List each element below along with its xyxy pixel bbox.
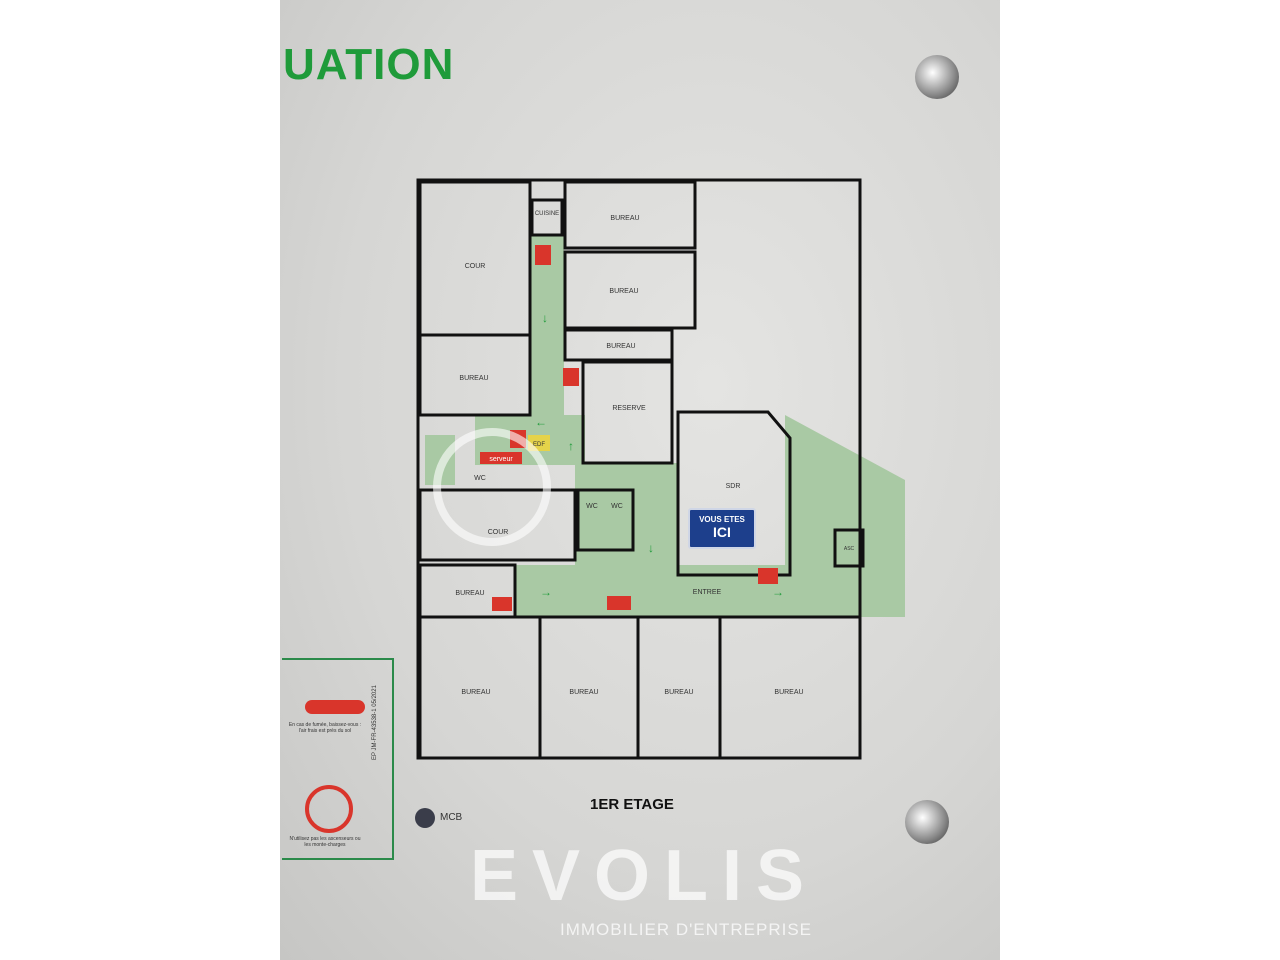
you-are-here-line2: ICI xyxy=(713,524,731,540)
room-label: ASC xyxy=(844,546,855,552)
room-label: BUREAU xyxy=(459,375,488,382)
room-label: BUREAU xyxy=(606,343,635,350)
exit-arrows: ↓ ← ↑ ↓ → → xyxy=(535,311,784,599)
watermark-brand: EVOLIS xyxy=(470,836,819,916)
svg-text:→: → xyxy=(772,585,784,599)
sign-title: UATION xyxy=(283,40,455,89)
room-label: SDR xyxy=(726,483,741,490)
room-label: BUREAU xyxy=(774,689,803,696)
reference-code: EP JM-FR-43538-1 05/2021 xyxy=(372,685,378,760)
elevator-instruction: N'utilisez pas les ascenseurs ou les mon… xyxy=(289,836,361,848)
svg-text:↓: ↓ xyxy=(648,541,654,555)
svg-text:↓: ↓ xyxy=(542,311,548,325)
you-are-here-line1: VOUS ETES xyxy=(699,515,745,524)
room-label: BUREAU xyxy=(455,590,484,597)
safety-panel xyxy=(282,658,394,860)
room-label: EDF xyxy=(533,442,545,448)
room-label: BUREAU xyxy=(569,689,598,696)
no-elevator-icon xyxy=(305,785,353,833)
room-label: WC xyxy=(586,503,598,510)
room-label: serveur xyxy=(489,456,513,463)
room-label: BUREAU xyxy=(610,215,639,222)
room-label: ENTREE xyxy=(693,589,722,596)
room-label: COUR xyxy=(465,263,486,270)
watermark-logo-circle xyxy=(433,428,551,546)
room-label: WC xyxy=(611,503,623,510)
room-label: CUISINE xyxy=(535,211,559,217)
room-label: WC xyxy=(474,475,486,482)
smoke-icon xyxy=(305,700,365,714)
floor-label: 1ER ETAGE xyxy=(590,796,674,813)
svg-text:↑: ↑ xyxy=(568,439,574,453)
maker-logo: MCB xyxy=(440,812,463,823)
svg-text:←: ← xyxy=(535,415,547,429)
standoff-screw-bottom xyxy=(905,800,949,844)
room-label: BUREAU xyxy=(461,689,490,696)
mcb-logo-icon xyxy=(415,808,435,828)
smoke-instruction: En cas de fumée, baissez-vous : l'air fr… xyxy=(288,722,362,734)
room-label: BUREAU xyxy=(609,288,638,295)
you-are-here-marker: VOUS ETES ICI xyxy=(688,508,756,549)
standoff-screw-top xyxy=(915,55,959,99)
room-label: RESERVE xyxy=(612,405,646,412)
svg-text:→: → xyxy=(540,585,552,599)
room-label: BUREAU xyxy=(664,689,693,696)
watermark-tagline: IMMOBILIER D'ENTREPRISE xyxy=(560,920,813,939)
room-label: COUR xyxy=(488,529,509,536)
